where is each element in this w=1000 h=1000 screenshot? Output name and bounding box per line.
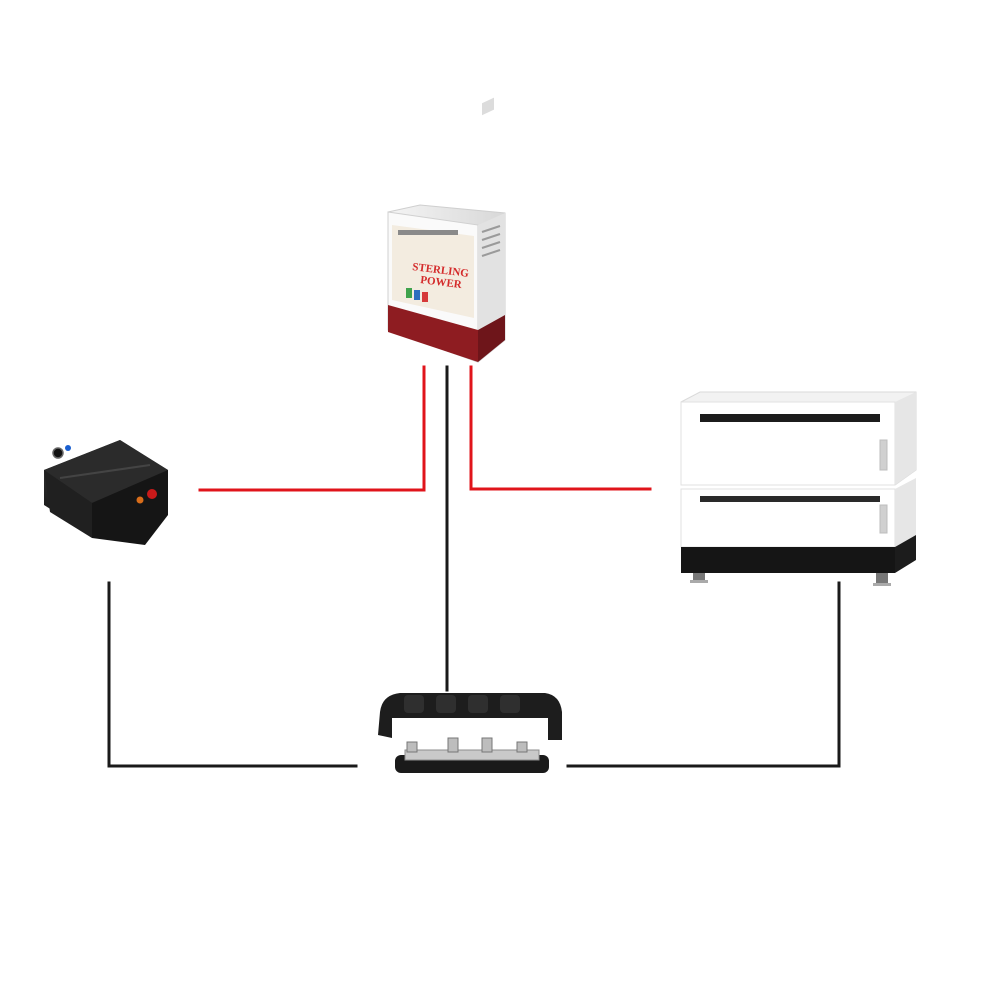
- wires: [107, 365, 841, 768]
- wire-house-negative: [566, 581, 841, 768]
- battery-to-battery-charger-icon: STERLING POWER: [387, 97, 506, 363]
- wire-house-positive: [469, 365, 652, 491]
- wire-starter-negative: [107, 581, 358, 768]
- wire-starter-positive: [198, 365, 426, 492]
- lead-acid-battery-icon: [44, 440, 168, 545]
- negative-busbar-icon: [378, 693, 562, 773]
- lithium-battery-bank-icon: [680, 391, 917, 586]
- charger-brand-label-2: POWER: [420, 274, 464, 291]
